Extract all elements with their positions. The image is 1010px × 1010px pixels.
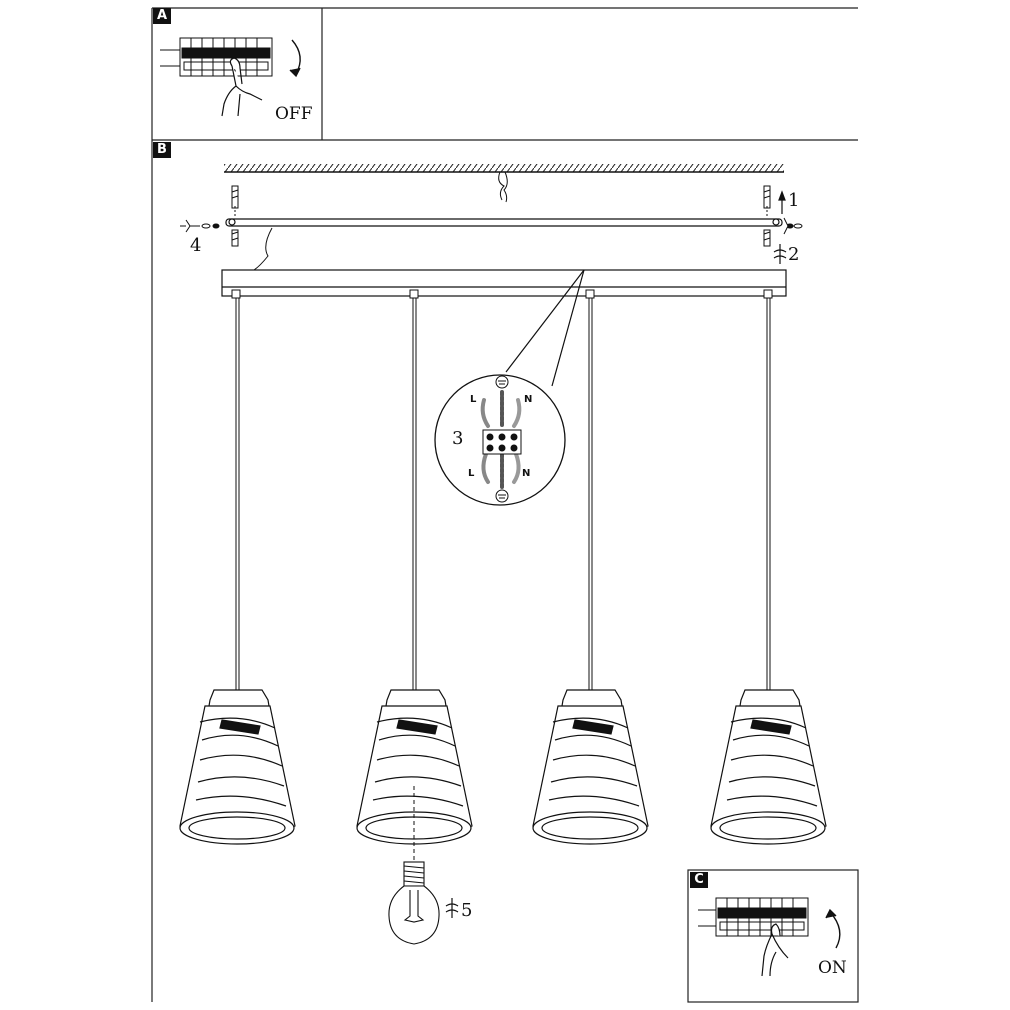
ceiling [224,164,784,173]
feed-wire [253,227,273,271]
pendant-cords [231,289,773,690]
panel-c-letter: C [690,872,708,888]
rotate-arrow-icon [289,39,301,78]
callout-lines [505,269,585,387]
step-2-label: 2 [788,244,800,265]
up-arrow-icon [778,190,786,214]
wire-label-neutral-bottom: N [522,468,531,479]
lamp-shade [179,689,296,845]
screw-icon [231,185,239,247]
light-bulb-icon [388,861,440,945]
step-5-label: 5 [461,900,473,921]
step-1-label: 1 [788,190,800,211]
off-label: OFF [275,104,313,124]
canopy-bar [221,269,787,297]
panel-a-letter: A [153,8,171,24]
lamp-shade [710,689,827,845]
ceiling-wire [498,171,508,203]
wire-label-live-top: L [470,394,477,405]
panel-b-letter: B [153,142,171,158]
ground-symbol-icon [495,489,509,503]
rotate-arrow-icon [825,908,841,949]
wire-label-neutral-top: N [524,394,533,405]
lamp-shade [356,689,473,845]
twist-arrow-icon [773,244,787,264]
step-4-label: 4 [190,235,202,256]
on-label: ON [818,958,847,978]
wire-label-live-bottom: L [468,468,475,479]
mounting-bracket [225,218,783,227]
wiring-detail [434,374,566,506]
breaker-panel-icon [160,37,273,77]
bracket-side-screws [180,217,803,235]
hand-icon [761,923,789,977]
step-3-label: 3 [452,428,464,449]
breaker-panel-icon [698,897,809,937]
twist-arrow-icon [445,898,459,918]
wires [480,390,522,490]
frame-lines [151,7,858,1002]
ground-symbol-icon [495,375,509,389]
hand-icon [221,57,263,117]
lamp-shade [532,689,649,845]
terminal-block-icon [482,429,522,455]
screw-icon [763,185,771,247]
